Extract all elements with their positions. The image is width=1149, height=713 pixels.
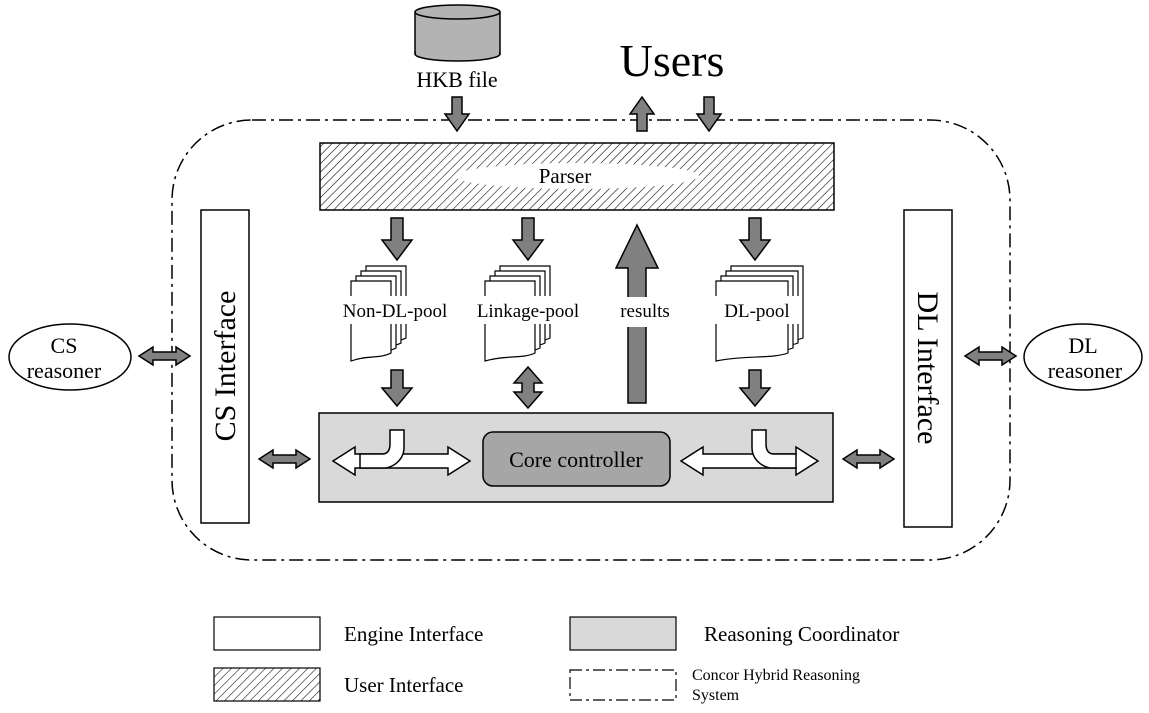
parser-label: Parser [539, 164, 591, 188]
linkage-pool-label: Linkage-pool [477, 301, 579, 322]
cs-reasoner-line2: reasoner [27, 358, 102, 383]
users-label: Users [620, 35, 725, 86]
legend-engine-interface-swatch [213, 616, 321, 651]
dl-interface-box [903, 209, 953, 528]
dl-reasoner [1023, 323, 1143, 391]
legend-reasoning-coordinator-swatch [569, 616, 677, 651]
legend: Engine Interface Reasoning Coordinator U… [213, 616, 899, 704]
cs-interface-coordinator-arrow [257, 448, 312, 470]
dl-reasoner-line2: reasoner [1048, 358, 1123, 383]
cs-interface-label: CS Interface [209, 291, 242, 442]
hkb-down-arrow [443, 96, 471, 133]
core-controller [482, 431, 671, 487]
parser-to-nondl-arrow [380, 217, 414, 262]
coordinator-dl-interface-arrow [841, 448, 896, 470]
legend-hybrid-system-line2: System [692, 687, 740, 704]
hkb-file-label: HKB file [416, 67, 497, 92]
users-up-arrow [628, 95, 656, 132]
users-down-arrow [695, 96, 723, 133]
cs-reasoner-interface-arrow [137, 345, 192, 367]
dl-reasoner-line1: DL [1068, 333, 1097, 358]
dl-pool-label: DL-pool [724, 301, 789, 322]
legend-hybrid-system-swatch [569, 669, 677, 701]
hkb-database-icon [414, 4, 501, 62]
legend-user-interface-label: User Interface [344, 673, 464, 697]
results-label: results [620, 301, 670, 322]
parser-label-bg [455, 163, 699, 189]
cs-reasoner [8, 323, 132, 391]
non-dl-pool-label: Non-DL-pool [343, 301, 447, 322]
legend-reasoning-coordinator-label: Reasoning Coordinator [704, 622, 899, 646]
cs-interface-box [200, 209, 250, 524]
legend-user-interface-swatch [213, 667, 321, 702]
legend-hybrid-system-line1: Concor Hybrid Reasoning [692, 667, 860, 684]
cs-reasoner-line1: CS [51, 333, 78, 358]
legend-engine-interface-label: Engine Interface [344, 622, 483, 646]
parser-to-linkage-arrow [511, 217, 545, 262]
system-boundary [171, 119, 1011, 561]
nondl-to-core-arrow [380, 369, 414, 408]
dl-interface-label: DL Interface [911, 292, 944, 445]
linkage-core-double-arrow [512, 365, 544, 410]
parser-to-dl-arrow [738, 217, 772, 262]
core-controller-label: Core controller [509, 447, 643, 472]
dl-to-core-arrow [738, 369, 772, 408]
dl-interface-reasoner-arrow [963, 345, 1018, 367]
coordinator-right-bend-arrow [751, 429, 797, 469]
coordinator-left-bend-arrow [359, 429, 405, 469]
